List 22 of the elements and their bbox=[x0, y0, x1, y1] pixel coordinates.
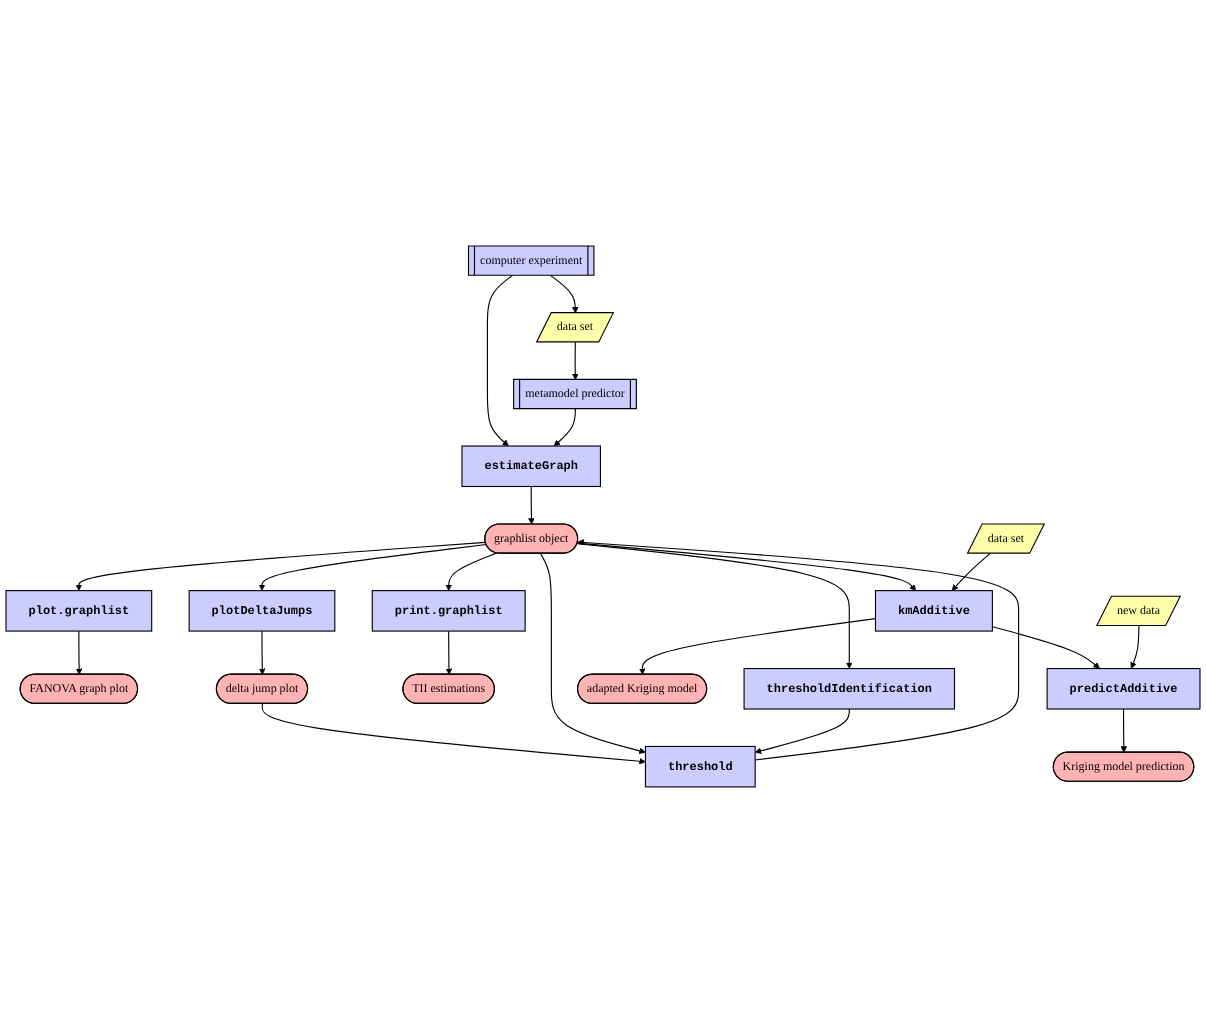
arrow bbox=[528, 486, 535, 526]
arrow bbox=[553, 408, 576, 447]
arrow bbox=[576, 543, 917, 592]
arrow bbox=[991, 626, 1100, 670]
arrow bbox=[571, 342, 579, 381]
arrow bbox=[639, 618, 877, 676]
arrow bbox=[258, 544, 487, 592]
arrow bbox=[577, 539, 1020, 762]
arrow bbox=[1120, 708, 1128, 754]
arrow bbox=[754, 708, 850, 755]
arrow bbox=[951, 553, 991, 592]
arrow bbox=[75, 542, 487, 592]
arrow bbox=[539, 553, 646, 755]
arrow bbox=[445, 631, 453, 676]
arrow bbox=[576, 543, 853, 670]
arrow bbox=[486, 275, 513, 447]
arrow bbox=[445, 553, 497, 592]
arrow bbox=[258, 631, 266, 676]
arrow bbox=[75, 631, 83, 676]
arrow bbox=[1130, 625, 1140, 670]
arrow bbox=[261, 703, 646, 766]
arrow bbox=[550, 275, 579, 314]
